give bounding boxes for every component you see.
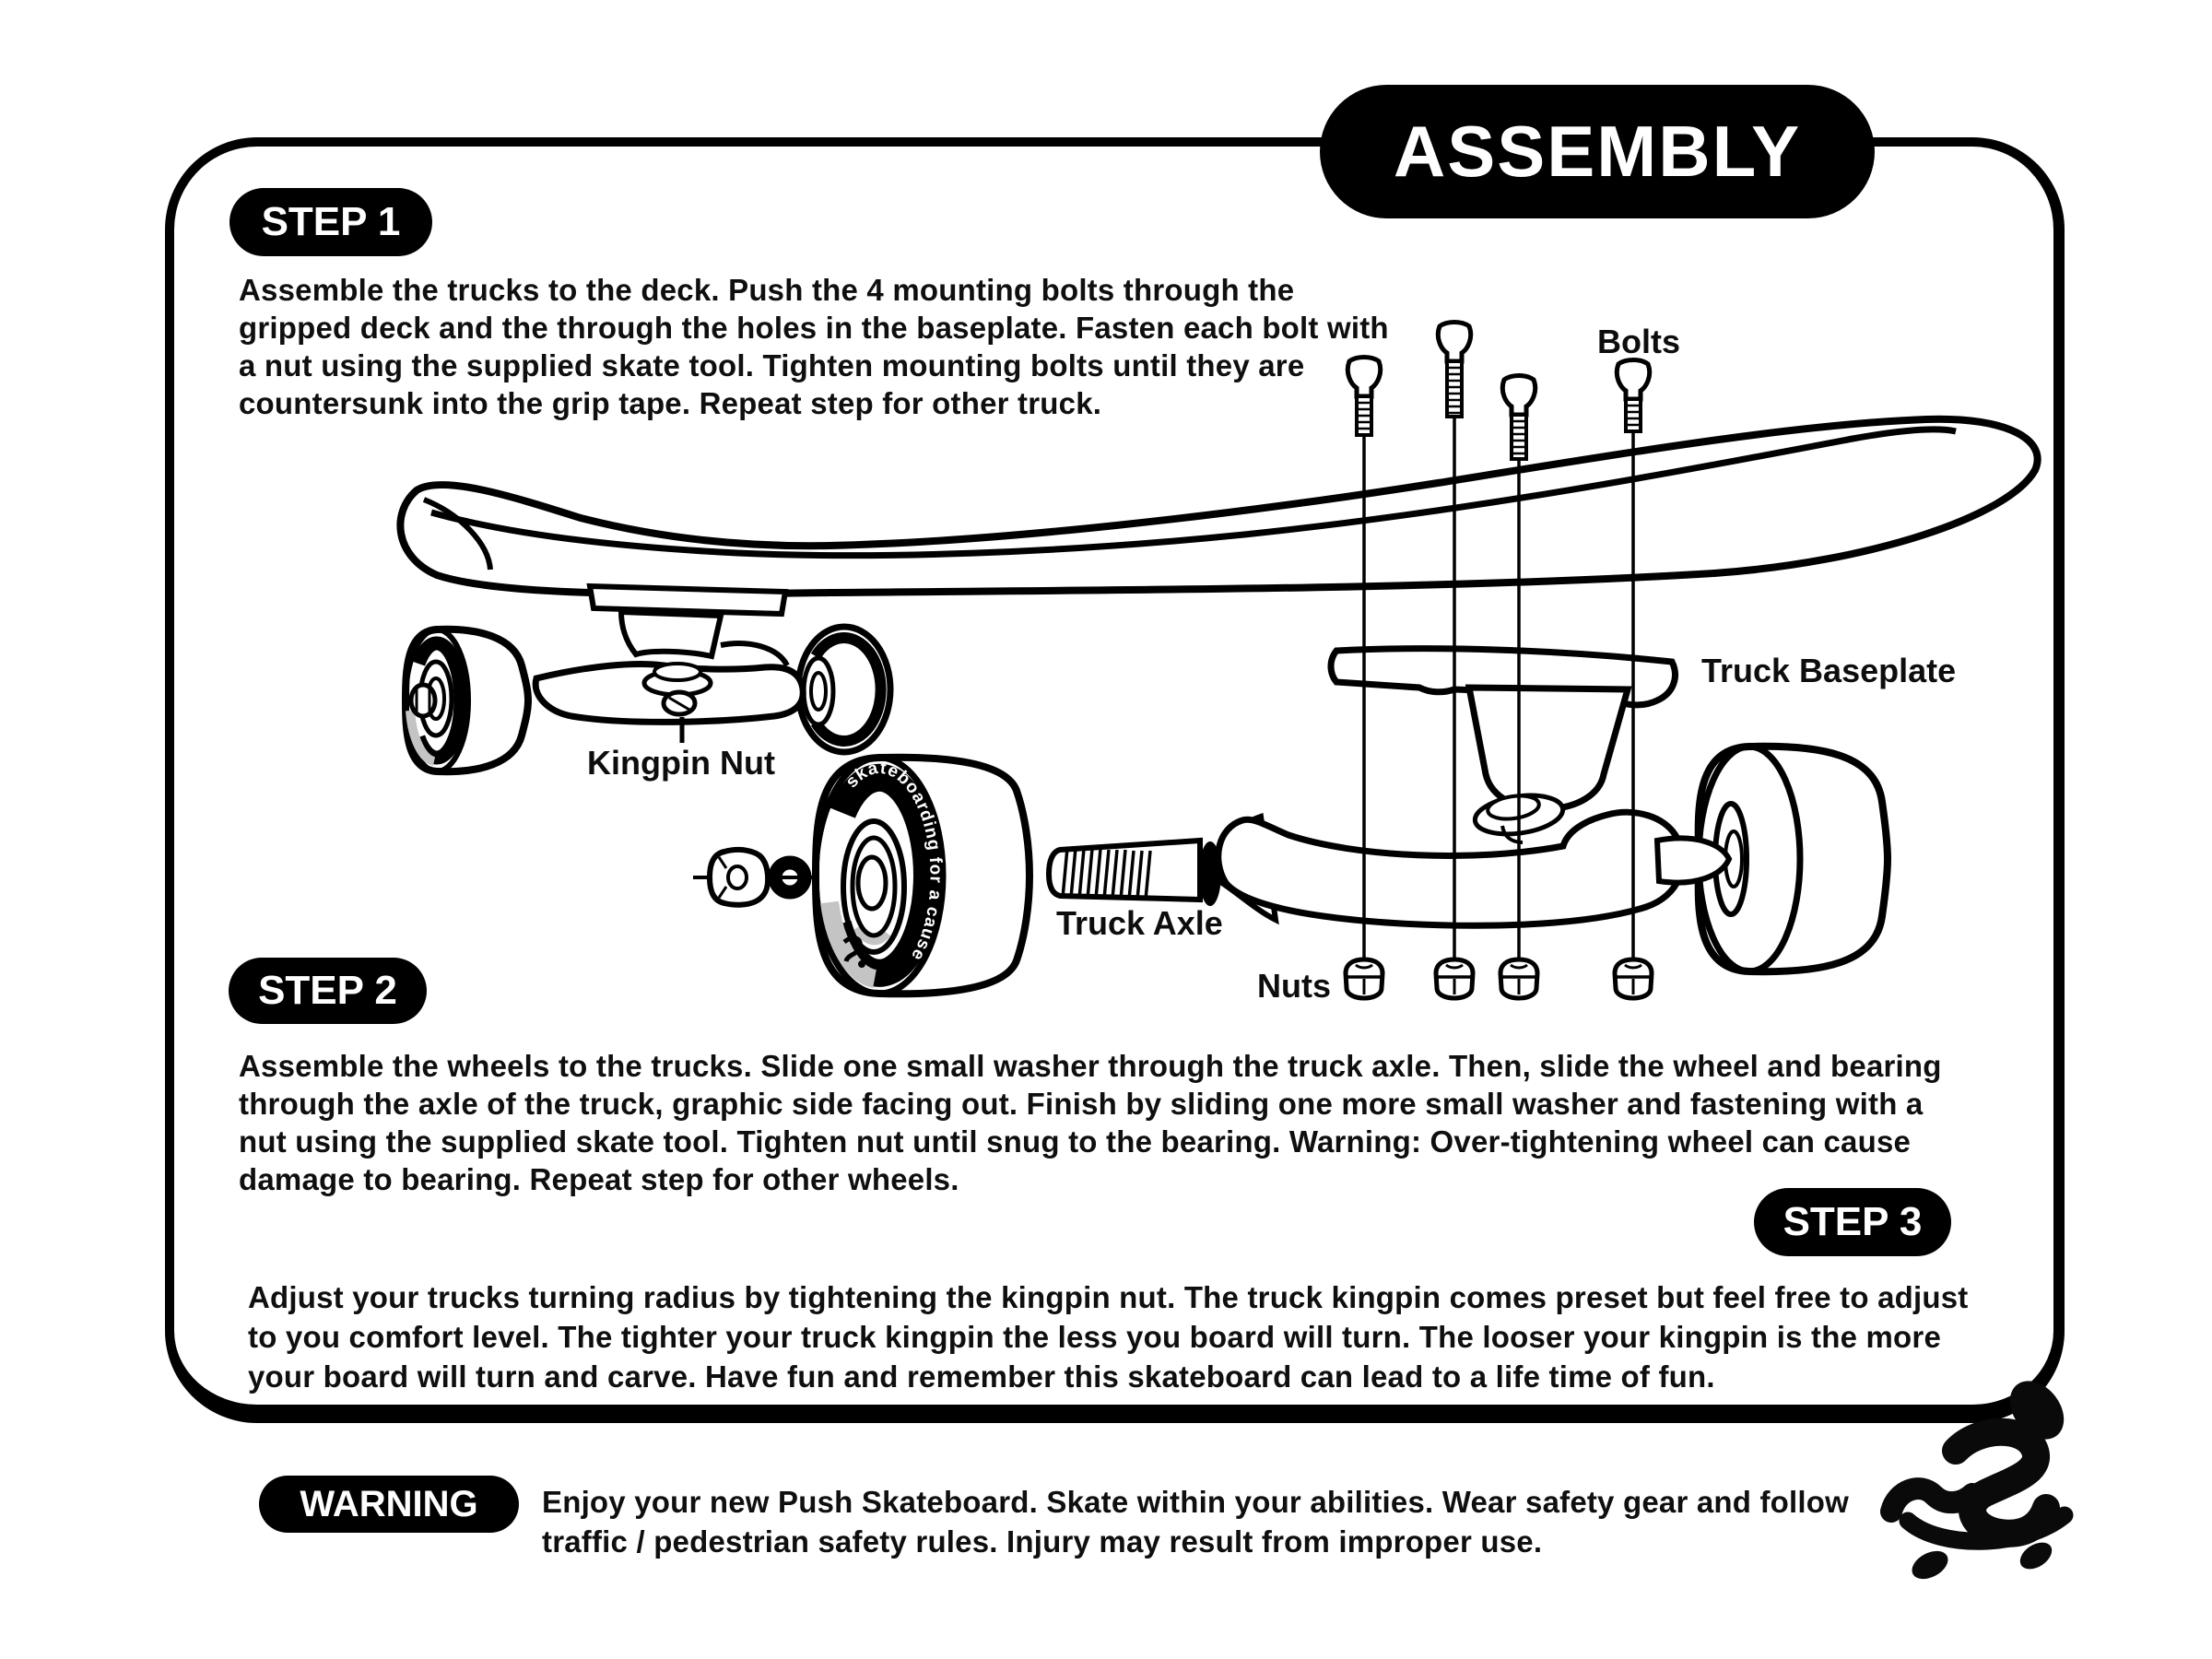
far-wheel xyxy=(794,623,894,756)
wheel-mini-logo xyxy=(842,935,863,962)
bolt-guide-lines xyxy=(1362,415,1635,966)
nut-1 xyxy=(1343,957,1385,1001)
step-2-text: Assemble the wheels to the trucks. Slide… xyxy=(239,1049,1942,1196)
kingpin-nut-label: Kingpin Nut xyxy=(587,744,775,782)
skateboard-deck-drawing xyxy=(396,415,2041,598)
warning-text: Enjoy your new Push Skateboard. Skate wi… xyxy=(542,1485,1850,1559)
truck-baseplate-label: Truck Baseplate xyxy=(1701,652,1956,689)
nut-4 xyxy=(1612,957,1654,1001)
push-skater-logo-icon xyxy=(1880,1381,2074,1580)
step-2-badge: STEP 2 xyxy=(229,958,427,1024)
bolts-label: Bolts xyxy=(1597,323,1680,360)
step-1-badge: STEP 1 xyxy=(229,188,432,256)
bolt-3 xyxy=(1500,373,1538,461)
mounting-nuts xyxy=(1343,957,1654,1001)
step-1-text: Assemble the trucks to the deck. Push th… xyxy=(239,273,1389,420)
nut-3 xyxy=(1498,957,1540,1001)
truck-axle-label: Truck Axle xyxy=(1056,904,1223,942)
graphic-wheel: skateboarding for a cause xyxy=(811,753,1034,998)
warning-badge: WARNING xyxy=(259,1476,519,1533)
near-wheel xyxy=(401,625,533,776)
exploded-truck-drawing xyxy=(1045,645,1892,976)
bolt-1 xyxy=(1345,355,1383,437)
truck-axle-part xyxy=(1045,837,1203,903)
truck-hanger-part xyxy=(1215,808,1687,929)
step-3-text: Adjust your trucks turning radius by tig… xyxy=(248,1280,1969,1394)
mounting-bolts xyxy=(1345,320,1653,461)
kingpin-nut-part xyxy=(661,689,698,717)
page-title-badge: ASSEMBLY xyxy=(1320,85,1875,218)
exploded-wheel-assembly-drawing: skateboarding for a cause xyxy=(693,753,1034,998)
axle-nut xyxy=(706,846,771,908)
assembled-truck-drawing xyxy=(401,582,894,776)
axle-washer xyxy=(768,855,812,900)
nut-2 xyxy=(1433,957,1476,1001)
nuts-label: Nuts xyxy=(1257,967,1331,1005)
bolt-4 xyxy=(1614,358,1653,433)
step-3-badge: STEP 3 xyxy=(1754,1188,1951,1256)
content-frame xyxy=(165,137,2065,1423)
bolt-2 xyxy=(1435,320,1474,418)
